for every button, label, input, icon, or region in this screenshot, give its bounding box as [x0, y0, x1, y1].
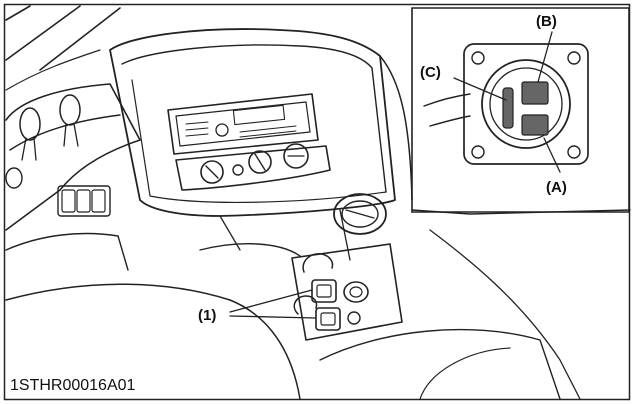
contact-B	[521, 81, 549, 105]
left-console	[5, 83, 141, 271]
lever-knob-2	[59, 94, 81, 126]
callout-B-label: (B)	[536, 13, 557, 30]
climate-panel	[175, 143, 331, 191]
callout-C-label: (C)	[420, 64, 441, 81]
round-knob	[333, 193, 387, 235]
callout-A-label: (A)	[546, 179, 567, 196]
connector-flange	[463, 43, 589, 165]
callout-1-leaders	[229, 289, 317, 319]
lever-knob-3	[5, 167, 23, 189]
screw-bottom-left	[471, 145, 485, 159]
screw-top-left	[471, 51, 485, 65]
figure-border	[3, 3, 631, 401]
dial-left	[200, 160, 224, 184]
inset-frame	[411, 7, 630, 213]
figure-code: 1STHR00016A01	[10, 377, 136, 394]
connector-inset	[411, 7, 630, 213]
cab-illustration	[5, 5, 631, 400]
dial-small	[232, 164, 244, 176]
screw-bottom-right	[567, 145, 581, 159]
switch-cluster	[57, 185, 111, 217]
callout-1-label: (1)	[198, 307, 216, 324]
dial-right	[283, 143, 309, 169]
radio-knob	[215, 123, 229, 137]
outlet-lower	[293, 295, 341, 331]
outlet-panel	[291, 243, 403, 341]
contact-A	[521, 114, 549, 136]
lever-knob-1	[19, 107, 41, 141]
contact-C	[502, 87, 514, 129]
screw-top-right	[567, 51, 581, 65]
center-console	[109, 28, 396, 261]
dial-center	[248, 150, 272, 174]
outlet-upper	[302, 253, 337, 303]
radio-display	[232, 104, 286, 126]
radio-unit	[167, 93, 319, 155]
power-socket	[343, 281, 369, 325]
